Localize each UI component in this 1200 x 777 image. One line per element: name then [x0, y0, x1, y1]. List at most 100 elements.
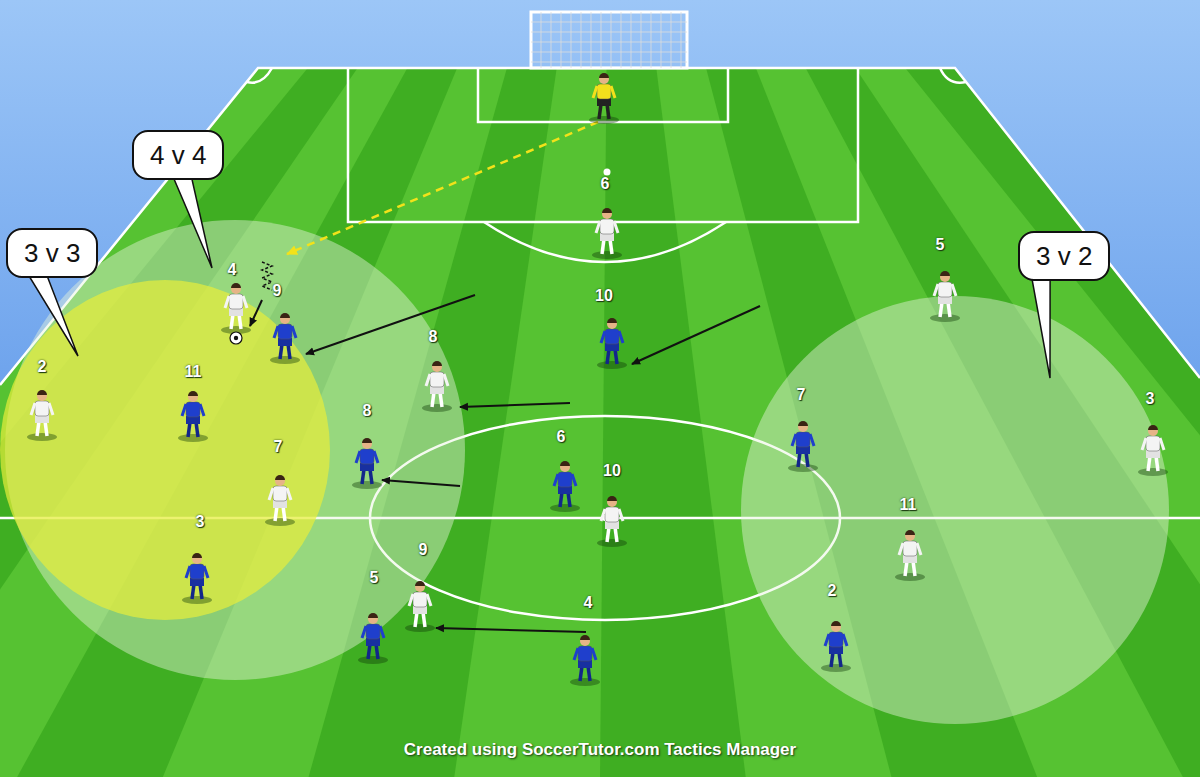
player-shadow	[1138, 468, 1168, 476]
player-leg	[905, 561, 907, 576]
player-shirt	[273, 486, 287, 501]
player-arm	[611, 86, 615, 98]
player-shadow	[930, 314, 960, 322]
player-leg	[913, 561, 915, 576]
player-shirt	[903, 541, 917, 556]
player	[221, 283, 251, 334]
player	[597, 496, 627, 547]
player-shadow	[895, 573, 925, 581]
player	[930, 271, 960, 322]
player-shadow	[182, 596, 212, 604]
callout-tail	[174, 179, 212, 269]
player-leg	[200, 584, 202, 599]
player-arm	[243, 296, 247, 308]
player-arm	[182, 404, 186, 416]
player-number: 2	[828, 582, 837, 600]
player-shadow	[570, 678, 600, 686]
player-shadow	[270, 356, 300, 364]
player-hair	[940, 271, 950, 276]
net-line	[531, 42, 687, 43]
player-leg	[280, 344, 282, 359]
callout-bubble: 4 v 4	[132, 130, 224, 180]
net-line	[571, 12, 572, 68]
player-hair	[607, 496, 617, 501]
player-hair	[798, 421, 808, 426]
net-line	[561, 12, 562, 68]
player-arm	[274, 326, 278, 338]
player-number: 9	[273, 282, 282, 300]
player-shadow	[358, 656, 388, 664]
player-shirt	[186, 402, 200, 417]
net-line	[601, 12, 602, 68]
net-line	[531, 52, 687, 53]
player-head	[188, 392, 198, 402]
player-number: 4	[584, 594, 593, 612]
player-shirt	[605, 507, 619, 522]
player	[821, 621, 851, 672]
player-leg	[283, 506, 285, 521]
player-leg	[368, 644, 370, 659]
player-shadow	[821, 664, 851, 672]
player-head	[275, 476, 285, 486]
player-leg	[615, 527, 617, 542]
player-leg	[1156, 456, 1158, 471]
player-head	[432, 362, 442, 372]
dribble-line	[262, 262, 272, 290]
player-arm	[601, 509, 605, 521]
player-arm	[810, 434, 814, 446]
callout-bubble: 3 v 3	[6, 228, 98, 278]
player-arm	[444, 374, 448, 386]
player	[27, 390, 57, 441]
player-leg	[1148, 456, 1150, 471]
player-leg	[615, 349, 617, 364]
player-leg	[839, 652, 841, 667]
player-arm	[619, 509, 623, 521]
dribble-arrow	[250, 300, 262, 326]
player-leg	[798, 452, 800, 467]
player-arm	[1160, 438, 1164, 450]
player-number: 10	[595, 287, 613, 305]
player-shadow	[589, 116, 619, 124]
player-arm	[427, 594, 431, 606]
goal-kick-pass	[287, 122, 598, 254]
player-hair	[432, 361, 442, 366]
player-head	[415, 582, 425, 592]
player-leg	[440, 392, 442, 407]
player-arm	[49, 403, 53, 415]
net-line	[611, 12, 612, 68]
player-arm	[225, 296, 229, 308]
player-leg	[231, 314, 233, 329]
player-arm	[31, 403, 35, 415]
player-shadow	[597, 539, 627, 547]
net-line	[631, 12, 632, 68]
player-hair	[188, 391, 198, 396]
player-arm	[374, 451, 378, 463]
player-number: 4	[228, 261, 237, 279]
player-leg	[599, 104, 601, 119]
net-line	[531, 62, 687, 63]
player-shirt	[558, 472, 572, 487]
callout-text: 4 v 4	[150, 140, 206, 170]
player-hair	[275, 475, 285, 480]
player-arm	[917, 543, 921, 555]
zone-3v2	[741, 296, 1169, 724]
player-shirt	[229, 294, 243, 309]
player-number: 5	[370, 569, 379, 587]
player-shirt	[430, 372, 444, 387]
player-hair	[368, 613, 378, 618]
player-shadow	[788, 464, 818, 472]
player-arm	[792, 434, 796, 446]
ball	[604, 169, 611, 176]
player-shirt	[278, 324, 292, 339]
player-arm	[614, 221, 618, 233]
player-arm	[572, 474, 576, 486]
player-hair	[1148, 425, 1158, 430]
player-head	[599, 74, 609, 84]
player-shirt	[796, 432, 810, 447]
player-shirt	[938, 282, 952, 297]
player-arm	[843, 634, 847, 646]
player	[1138, 425, 1168, 476]
pitch	[0, 68, 1200, 777]
player-leg	[239, 314, 241, 329]
